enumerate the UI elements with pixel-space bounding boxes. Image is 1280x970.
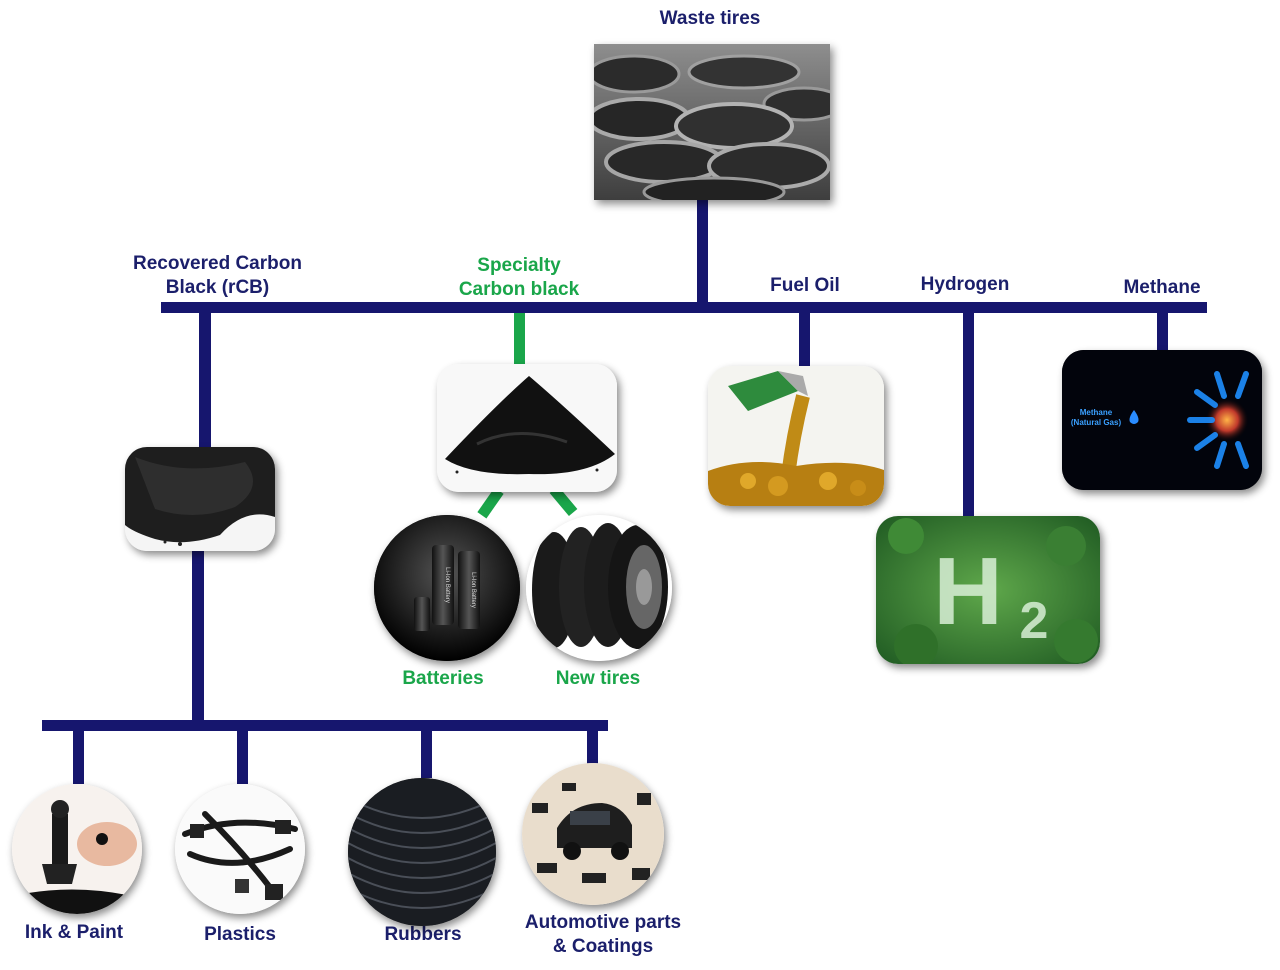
- rcb-label-line2: Black (rCB): [165, 277, 270, 298]
- rcb-bus: [42, 720, 608, 731]
- methane-drop: [1157, 310, 1168, 352]
- ink-paint-image: [12, 784, 142, 914]
- rubbers-drop: [421, 728, 432, 778]
- rcb-stem-top: [199, 310, 211, 450]
- automotive-label-line2: & Coatings: [552, 936, 654, 957]
- methane-image-text: Methane (Natural Gas): [1064, 408, 1128, 428]
- rcb-powder-image: [125, 447, 275, 551]
- rcb-stem-bottom: [192, 550, 204, 725]
- fuel-oil-label: Fuel Oil: [770, 275, 840, 296]
- batteries-image: Li-Ion Battery Li-Ion Battery: [374, 515, 520, 661]
- battery-text-1: Li-Ion Battery: [444, 567, 450, 603]
- rcb-label-line1: Recovered Carbon: [133, 253, 302, 274]
- methane-label: Methane: [1123, 277, 1201, 298]
- specialty-label: Specialty Carbon black: [430, 254, 608, 302]
- main-bus: [161, 302, 1207, 313]
- batteries-connector: [477, 487, 504, 519]
- svg-text:2: 2: [1020, 592, 1049, 650]
- hydrogen-image: H 2: [876, 516, 1100, 664]
- root-label: Waste tires: [659, 8, 761, 29]
- rubbers-image: [348, 778, 496, 926]
- hydrogen-drop: [963, 310, 974, 518]
- fuel-oil-drop: [799, 310, 810, 366]
- root-stem: [697, 200, 708, 306]
- methane-image-text-line2: (Natural Gas): [1070, 418, 1122, 427]
- plastics-label: Plastics: [204, 924, 276, 945]
- fuel-oil-image: [708, 366, 884, 506]
- hydrogen-label: Hydrogen: [920, 274, 1010, 295]
- new-tires-label: New tires: [555, 668, 641, 689]
- specialty-label-line1: Specialty: [477, 255, 561, 276]
- specialty-carbon-black-image: [437, 364, 617, 492]
- methane-image: Methane (Natural Gas): [1062, 350, 1262, 490]
- rcb-label: Recovered Carbon Black (rCB): [110, 252, 325, 300]
- svg-text:H: H: [933, 538, 1002, 645]
- plastics-image: [175, 784, 305, 914]
- waste-tires-image: [594, 44, 830, 200]
- rubbers-label: Rubbers: [384, 924, 462, 945]
- specialty-stem: [514, 313, 525, 365]
- plastics-drop: [237, 728, 248, 784]
- automotive-label-line1: Automotive parts: [524, 912, 682, 933]
- automotive-drop: [587, 728, 598, 764]
- automotive-image: [522, 763, 664, 905]
- automotive-label: Automotive parts & Coatings: [505, 911, 701, 959]
- battery-text-2: Li-Ion Battery: [470, 572, 476, 608]
- methane-image-text-line1: Methane: [1079, 408, 1113, 417]
- specialty-label-line2: Carbon black: [458, 279, 580, 300]
- ink-paint-label: Ink & Paint: [24, 922, 124, 943]
- new-tires-image: [526, 515, 672, 661]
- batteries-label: Batteries: [402, 668, 484, 689]
- ink-drop: [73, 728, 84, 784]
